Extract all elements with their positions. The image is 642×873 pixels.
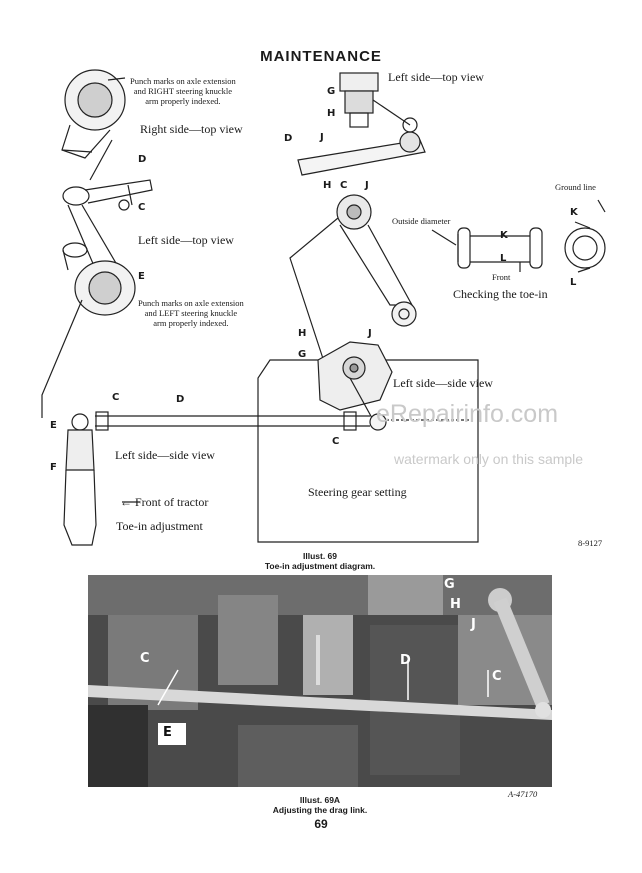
steering-arm-top-drawing	[297, 72, 426, 176]
photo-illustration	[88, 575, 552, 787]
photo-callout-g: G	[444, 577, 455, 592]
callout-f-side: F	[50, 462, 57, 473]
left-knuckle-side-drawing	[63, 413, 97, 546]
front-label: Front	[492, 272, 511, 282]
illust-69a-caption: Illust. 69A Adjusting the drag link.	[220, 795, 420, 815]
callout-d-link: D	[176, 394, 185, 405]
checking-toe-in-label: Checking the toe-in	[453, 287, 548, 301]
illust-69-title: Toe-in adjustment diagram.	[264, 561, 376, 571]
photo-callout-e: E	[163, 725, 172, 740]
front-of-tractor-text: Front of tractor	[135, 495, 209, 509]
callout-d-top-left: D	[138, 154, 147, 165]
callout-l-check: L	[500, 253, 507, 264]
pitman-arm-drawing	[336, 194, 417, 327]
callout-l-wheel: L	[570, 277, 577, 288]
left-side-side-view-label-2: Left side—side view	[115, 448, 215, 462]
illust-69-caption: Illust. 69 Toe-in adjustment diagram.	[220, 551, 420, 571]
callout-g-top: G	[327, 86, 336, 97]
page-title: MAINTENANCE	[260, 48, 382, 65]
illust-69a-title: Adjusting the drag link.	[272, 805, 368, 815]
callout-c-mid: C	[340, 180, 348, 191]
left-side-side-view-label-1: Left side—side view	[393, 376, 493, 390]
front-of-tractor-label: ← Front of tractor	[120, 495, 209, 509]
callout-c-gear: C	[332, 436, 340, 447]
page-number: 69	[314, 817, 328, 831]
photo-callout-h: H	[450, 597, 461, 612]
right-spindle-drawing	[61, 69, 126, 159]
drag-link-drawing	[95, 411, 470, 431]
ground-line-label: Ground line	[555, 182, 596, 192]
drag-link-photo: C D C E G H J	[88, 575, 552, 787]
photo-callout-c-right: C	[492, 669, 502, 684]
callout-h-gear: H	[298, 328, 307, 339]
callout-c-top-left: C	[138, 202, 146, 213]
steering-gear-setting-label: Steering gear setting	[308, 485, 407, 499]
drawing-number: 8-9127	[578, 538, 603, 548]
steering-gear-housing-drawing	[257, 341, 479, 543]
callout-e-top-left: E	[138, 271, 145, 282]
toe-in-check-drawing	[431, 199, 606, 273]
photo-callout-c-left: C	[140, 651, 150, 666]
callout-j-top: J	[320, 132, 324, 143]
right-side-top-view-label: Right side—top view	[140, 122, 243, 136]
callout-d-top: D	[284, 133, 293, 144]
left-side-top-view-label-1: Left side—top view	[138, 233, 234, 247]
callout-h-mid: H	[323, 180, 332, 191]
photo-number: A-47170	[508, 789, 538, 799]
callout-k-check: K	[500, 230, 508, 241]
watermark-note: watermark only on this sample	[394, 451, 584, 467]
callout-k-wheel: K	[570, 207, 578, 218]
outside-diameter-label: Outside diameter	[392, 216, 451, 226]
illust-69a-number: Illust. 69A	[299, 795, 341, 805]
callout-j-mid: J	[365, 180, 369, 191]
callout-h-top: H	[327, 108, 336, 119]
illust-69-number: Illust. 69	[302, 551, 337, 561]
photo-callout-j: J	[471, 617, 476, 632]
callout-g-gear: G	[298, 349, 307, 360]
left-side-top-view-label-2: Left side—top view	[388, 70, 484, 84]
watermark-site: eRepairinfo.com	[376, 400, 559, 428]
photo-callout-d: D	[400, 653, 411, 668]
callout-c-link: C	[112, 392, 120, 403]
callout-e-side: E	[50, 420, 57, 431]
left-knuckle-arm-drawing	[62, 179, 153, 316]
callout-j-gear: J	[368, 328, 372, 339]
toe-in-adjustment-label: Toe-in adjustment	[116, 519, 203, 533]
